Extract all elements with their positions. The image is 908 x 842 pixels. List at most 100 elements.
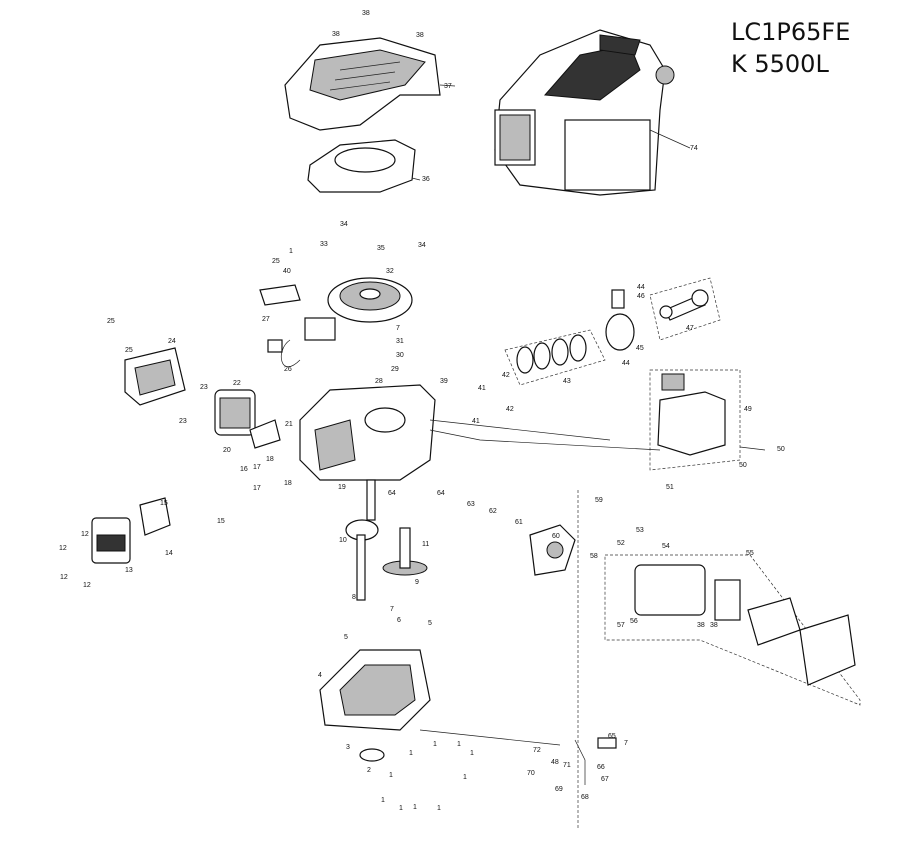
callout: 26 (284, 366, 292, 373)
callout: 13 (125, 567, 133, 574)
callout: 1 (433, 741, 437, 748)
callout: 19 (338, 484, 346, 491)
callout: 12 (83, 582, 91, 589)
blower-housing-37 (284, 37, 456, 131)
callout: 56 (630, 618, 638, 625)
callout: 1 (413, 804, 417, 811)
callout: 36 (422, 176, 430, 183)
callout: 32 (386, 268, 394, 275)
callout: 38 (710, 622, 718, 629)
connecting-rod-47 (649, 277, 721, 341)
callout: 18 (266, 456, 274, 463)
callout: 55 (746, 550, 754, 557)
callout: 12 (81, 531, 89, 538)
callout: 27 (262, 316, 270, 323)
muffler-heatshield-22 (214, 389, 281, 449)
callout: 5 (428, 620, 432, 627)
callout: 24 (168, 338, 176, 345)
callout: 53 (636, 527, 644, 534)
callout: 1 (409, 750, 413, 757)
callout: 48 (551, 759, 559, 766)
callout: 12 (59, 545, 67, 552)
piston-rings-43 (504, 329, 606, 386)
callout: 63 (467, 501, 475, 508)
callout: 54 (662, 543, 670, 550)
callout: 10 (339, 537, 347, 544)
callout: 72 (533, 747, 541, 754)
callout: 34 (418, 242, 426, 249)
valve-cover-24 (124, 347, 186, 406)
callout: 62 (489, 508, 497, 515)
callout: 65 (608, 733, 616, 740)
callout: 44 (637, 284, 645, 291)
callout: 17 (253, 485, 261, 492)
callout: 7 (390, 606, 394, 613)
callout: 74 (690, 145, 698, 152)
callout: 22 (233, 380, 241, 387)
governor-linkage (574, 490, 617, 830)
callout: 1 (389, 772, 393, 779)
callout: 45 (636, 345, 644, 352)
callout: 41 (472, 418, 480, 425)
ignition-coil-26 (267, 317, 336, 368)
callout: 38 (362, 10, 370, 17)
callout: 68 (581, 794, 589, 801)
crankshaft-10 (345, 479, 379, 601)
muffler-13 (91, 497, 171, 564)
flywheel-32 (327, 277, 413, 323)
callout: 70 (527, 770, 535, 777)
piston-45 (605, 289, 635, 351)
callout: 49 (744, 406, 752, 413)
camshaft-11 (382, 527, 428, 576)
callout: 15 (160, 500, 168, 507)
callout: 1 (399, 805, 403, 812)
callout: 30 (396, 352, 404, 359)
callout: 28 (375, 378, 383, 385)
bracket-27 (259, 284, 301, 306)
callout: 21 (285, 421, 293, 428)
callout: 43 (563, 378, 571, 385)
callout: 38 (416, 32, 424, 39)
callout: 6 (397, 617, 401, 624)
callout: 11 (422, 541, 430, 548)
callout: 3 (346, 744, 350, 751)
callout: 59 (595, 497, 603, 504)
callout: 7 (396, 325, 400, 332)
callout: 61 (515, 519, 523, 526)
callout: 51 (666, 484, 674, 491)
air-filter-assembly-55 (604, 554, 861, 706)
callout: 57 (617, 622, 625, 629)
callout: 14 (165, 550, 173, 557)
callout: 20 (223, 447, 231, 454)
callout: 46 (637, 293, 645, 300)
callout: 1 (457, 741, 461, 748)
callout: 37 (444, 83, 452, 90)
callout: 25 (107, 318, 115, 325)
callout: 64 (437, 490, 445, 497)
callout: 31 (396, 338, 404, 345)
callout: 8 (352, 594, 356, 601)
callout: 1 (381, 797, 385, 804)
callout: 52 (617, 540, 625, 547)
callout: 4 (318, 672, 322, 679)
callout: 25 (125, 347, 133, 354)
callout: 38 (332, 31, 340, 38)
callout: 60 (552, 533, 560, 540)
callout: 5 (344, 634, 348, 641)
callout: 41 (478, 385, 486, 392)
callout: 12 (60, 574, 68, 581)
fan-cover-36 (307, 139, 421, 193)
callout: 67 (601, 776, 609, 783)
callout: 42 (506, 406, 514, 413)
leader-line (419, 729, 561, 746)
callout: 50 (777, 446, 785, 453)
complete-engine-illustration (494, 29, 691, 196)
callout: 44 (622, 360, 630, 367)
callout: 38 (697, 622, 705, 629)
callout: 16 (240, 466, 248, 473)
callout: 7 (624, 740, 628, 747)
callout: 69 (555, 786, 563, 793)
callout: 15 (217, 518, 225, 525)
